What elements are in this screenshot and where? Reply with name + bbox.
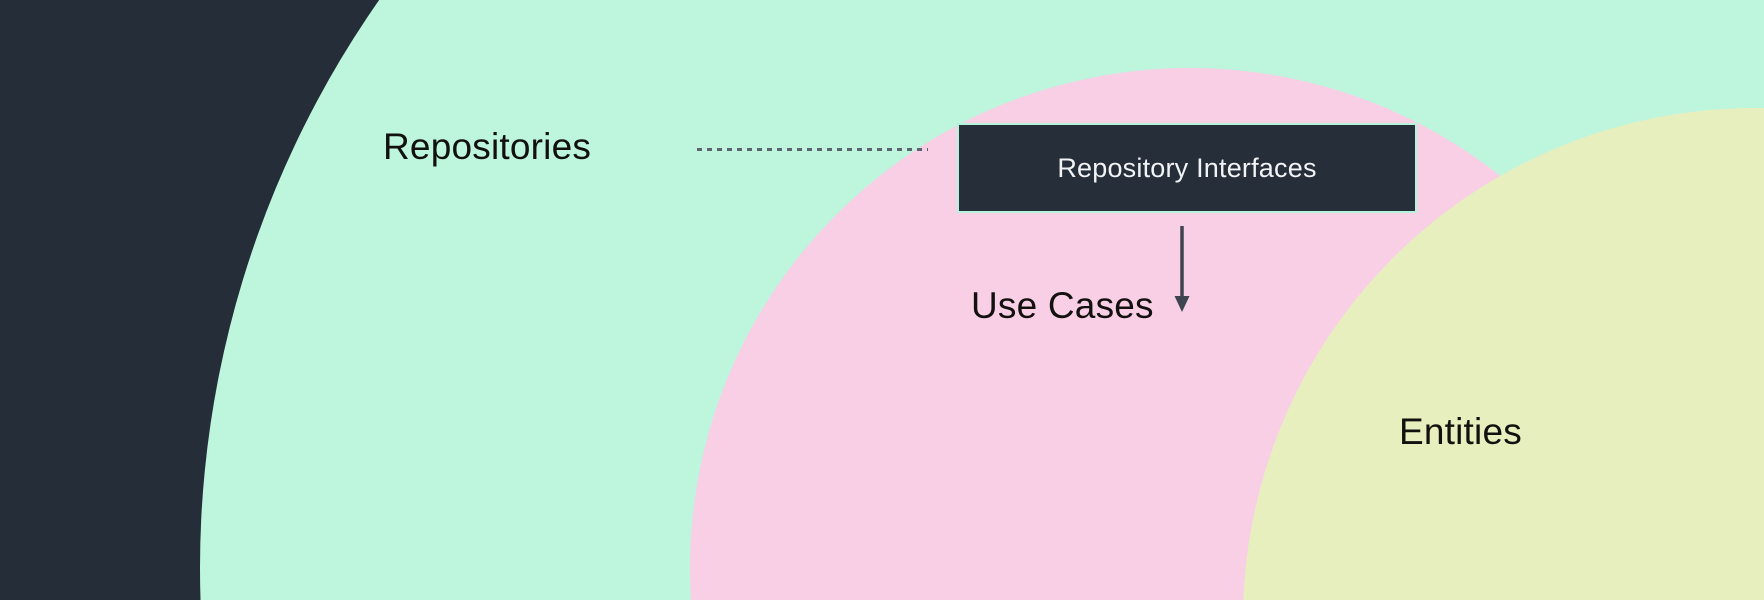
arrow-down-icon [1174,226,1190,312]
layer-label-repositories: Repositories [383,126,592,167]
node-repository-interfaces[interactable]: Repository Interfaces [957,123,1417,213]
dotted-connector-line [697,148,928,151]
layer-label-entities: Entities [1399,411,1522,452]
layer-circle-entities [1243,108,1764,600]
layer-label-use-cases: Use Cases [971,285,1154,326]
node-repository-interfaces-label: Repository Interfaces [1057,152,1317,183]
